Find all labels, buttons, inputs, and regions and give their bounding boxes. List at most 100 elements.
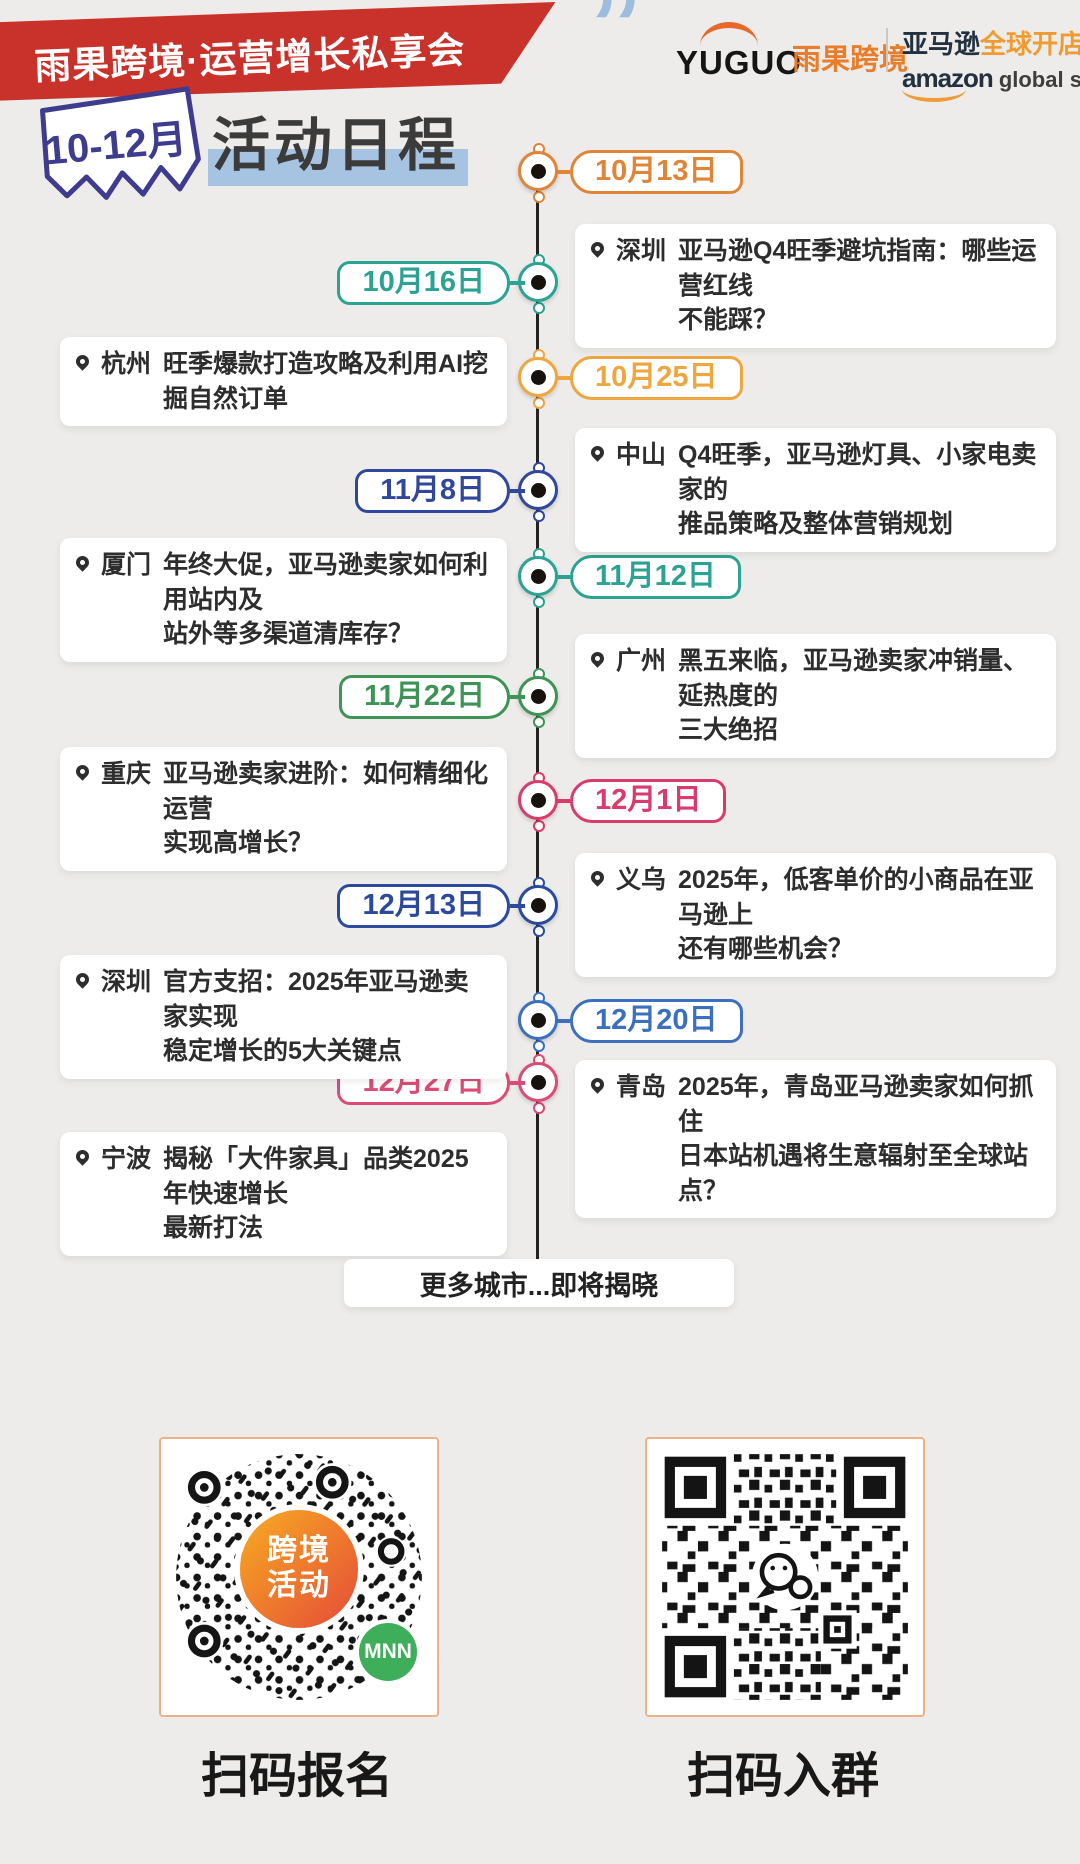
timeline-entry: 12月13日 xyxy=(0,877,1080,937)
timeline-tick-icon xyxy=(533,1102,545,1114)
timeline-node-icon xyxy=(518,357,558,397)
event-city: 厦门 xyxy=(101,551,152,579)
event-topic: 黑五来临，亚马逊卖家冲销量、延热度的 三大绝招 xyxy=(678,647,1029,744)
amazon-cn-name: 亚马逊 xyxy=(902,29,981,59)
date-label: 11月12日 xyxy=(595,560,716,592)
event-card: 深圳 亚马逊Q4旺季避坑指南：哪些运营红线 不能踩？ xyxy=(575,224,1056,348)
timeline-tick-icon xyxy=(533,191,545,203)
date-label: 12月1日 xyxy=(595,784,702,816)
timeline-node-icon xyxy=(518,470,558,510)
timeline-node-icon xyxy=(518,556,558,596)
yuguo-cn-name: 雨果跨境 xyxy=(792,44,909,76)
timeline-tick-icon xyxy=(533,397,545,409)
event-card: 厦门 年终大促，亚马逊卖家如何利用站内及 站外等多渠道清库存？ xyxy=(60,538,507,662)
date-label: 12月20日 xyxy=(595,1004,718,1036)
yuguo-logo: YUGUO xyxy=(676,22,802,79)
location-pin-icon xyxy=(588,443,607,462)
mnn-badge: MNN xyxy=(359,1623,417,1681)
date-badge: 10月13日 xyxy=(555,150,743,194)
logo-divider xyxy=(886,28,888,72)
timeline-entry: 12月20日 xyxy=(0,992,1080,1052)
timeline-entry: 11月8日 xyxy=(0,462,1080,522)
timeline-tick-icon xyxy=(533,302,545,314)
timeline-tick-icon xyxy=(533,510,545,522)
event-topic: 官方支招：2025年亚马逊卖家实现 稳定增长的5大关键点 xyxy=(163,968,469,1065)
timeline-tick-icon xyxy=(533,1040,545,1052)
event-card: 中山 Q4旺季，亚马逊灯具、小家电卖家的 推品策略及整体营销规划 xyxy=(575,428,1056,552)
banner: 雨果跨境·运营增长私享会 xyxy=(0,2,556,101)
date-label: 10月16日 xyxy=(362,266,485,298)
qr-signup-label: 扫码报名 xyxy=(200,1750,393,1803)
timeline-entry: 10月25日 xyxy=(0,349,1080,409)
quote-mark-icon: ” xyxy=(588,0,643,86)
event-card: 杭州 旺季爆款打造攻略及利用AI挖掘自然订单 xyxy=(60,337,507,426)
date-badge: 11月8日 xyxy=(355,469,525,513)
event-city: 宁波 xyxy=(101,1145,152,1173)
qr-modules-pattern-icon xyxy=(662,1454,908,1700)
location-pin-icon xyxy=(588,649,607,668)
event-city: 广州 xyxy=(616,647,667,675)
timeline-tick-icon xyxy=(533,596,545,608)
qr-center-text-bottom: 活动 xyxy=(267,1568,331,1602)
date-label: 10月13日 xyxy=(595,155,718,187)
location-pin-icon xyxy=(73,352,92,371)
timeline-node-icon xyxy=(518,1000,558,1040)
date-badge: 12月20日 xyxy=(555,999,743,1043)
yuguo-wordmark: YUGUO xyxy=(676,44,803,81)
date-badge: 10月25日 xyxy=(555,356,743,400)
event-city: 青岛 xyxy=(616,1073,667,1101)
qr-code-group xyxy=(645,1437,925,1717)
more-cities-label: 更多城市...即将揭晓 xyxy=(419,1270,659,1301)
event-card: 重庆 亚马逊卖家进阶：如何精细化运营 实现高增长？ xyxy=(60,747,507,871)
date-label: 11月22日 xyxy=(364,680,485,712)
date-label: 12月13日 xyxy=(362,889,485,921)
event-topic: 2025年，青岛亚马逊卖家如何抓住 日本站机遇将生意辐射至全球站点？ xyxy=(678,1073,1034,1205)
event-city: 重庆 xyxy=(101,760,152,788)
timeline-node-icon xyxy=(518,151,558,191)
month-range-badge: 10-12月 xyxy=(31,83,208,211)
qr-code-signup: 跨境 活动 MNN xyxy=(159,1437,439,1717)
qr-group-label: 扫码入群 xyxy=(686,1750,879,1803)
yuguo-arc-icon xyxy=(700,22,758,46)
more-cities-box: 更多城市...即将揭晓 xyxy=(344,1259,734,1307)
timeline-node-icon xyxy=(518,780,558,820)
date-label: 11月8日 xyxy=(380,474,485,506)
event-card: 广州 黑五来临，亚马逊卖家冲销量、延热度的 三大绝招 xyxy=(575,634,1056,758)
timeline-entry: 10月16日 xyxy=(0,254,1080,314)
event-card: 义乌 2025年，低客单价的小商品在亚马逊上 还有哪些机会？ xyxy=(575,853,1056,977)
location-pin-icon xyxy=(73,970,92,989)
location-pin-icon xyxy=(588,1075,607,1094)
zigzag-badge-outline-icon xyxy=(40,86,201,200)
event-topic: 揭秘「大件家具」品类2025年快速增长 最新打法 xyxy=(163,1145,469,1242)
date-badge: 12月1日 xyxy=(554,779,727,823)
date-badge: 11月12日 xyxy=(555,555,741,599)
wechat-icon xyxy=(756,1552,813,1600)
event-topic: 亚马逊卖家进阶：如何精细化运营 实现高增长？ xyxy=(163,760,489,857)
timeline-tick-icon xyxy=(533,716,545,728)
event-city: 深圳 xyxy=(616,237,667,265)
event-card: 青岛 2025年，青岛亚马逊卖家如何抓住 日本站机遇将生意辐射至全球站点？ xyxy=(575,1060,1056,1218)
date-badge: 10月16日 xyxy=(337,261,525,305)
timeline-tick-icon xyxy=(533,820,545,832)
event-city: 杭州 xyxy=(101,350,152,378)
timeline-entry: 10月13日 xyxy=(0,143,1080,203)
event-topic: 2025年，低客单价的小商品在亚马逊上 还有哪些机会？ xyxy=(678,866,1034,963)
location-pin-icon xyxy=(73,762,92,781)
event-topic: Q4旺季，亚马逊灯具、小家电卖家的 推品策略及整体营销规划 xyxy=(678,441,1037,538)
event-topic: 年终大促，亚马逊卖家如何利用站内及 站外等多渠道清库存？ xyxy=(163,551,489,648)
event-city: 中山 xyxy=(616,441,667,469)
timeline-node-icon xyxy=(518,1062,558,1102)
location-pin-icon xyxy=(73,1147,92,1166)
event-card: 深圳 官方支招：2025年亚马逊卖家实现 稳定增长的5大关键点 xyxy=(60,955,507,1079)
timeline-node-icon xyxy=(518,262,558,302)
amazon-cn-suffix: 全球开店 xyxy=(980,29,1080,59)
timeline-entry: 11月12日 xyxy=(0,548,1080,608)
timeline-node-icon xyxy=(518,676,558,716)
timeline-entry: 12月1日 xyxy=(0,772,1080,832)
timeline-entry: 11月22日 xyxy=(0,668,1080,728)
event-city: 义乌 xyxy=(616,866,667,894)
qr-center-text-top: 跨境 xyxy=(267,1534,331,1568)
amazon-smile-icon xyxy=(902,88,966,102)
